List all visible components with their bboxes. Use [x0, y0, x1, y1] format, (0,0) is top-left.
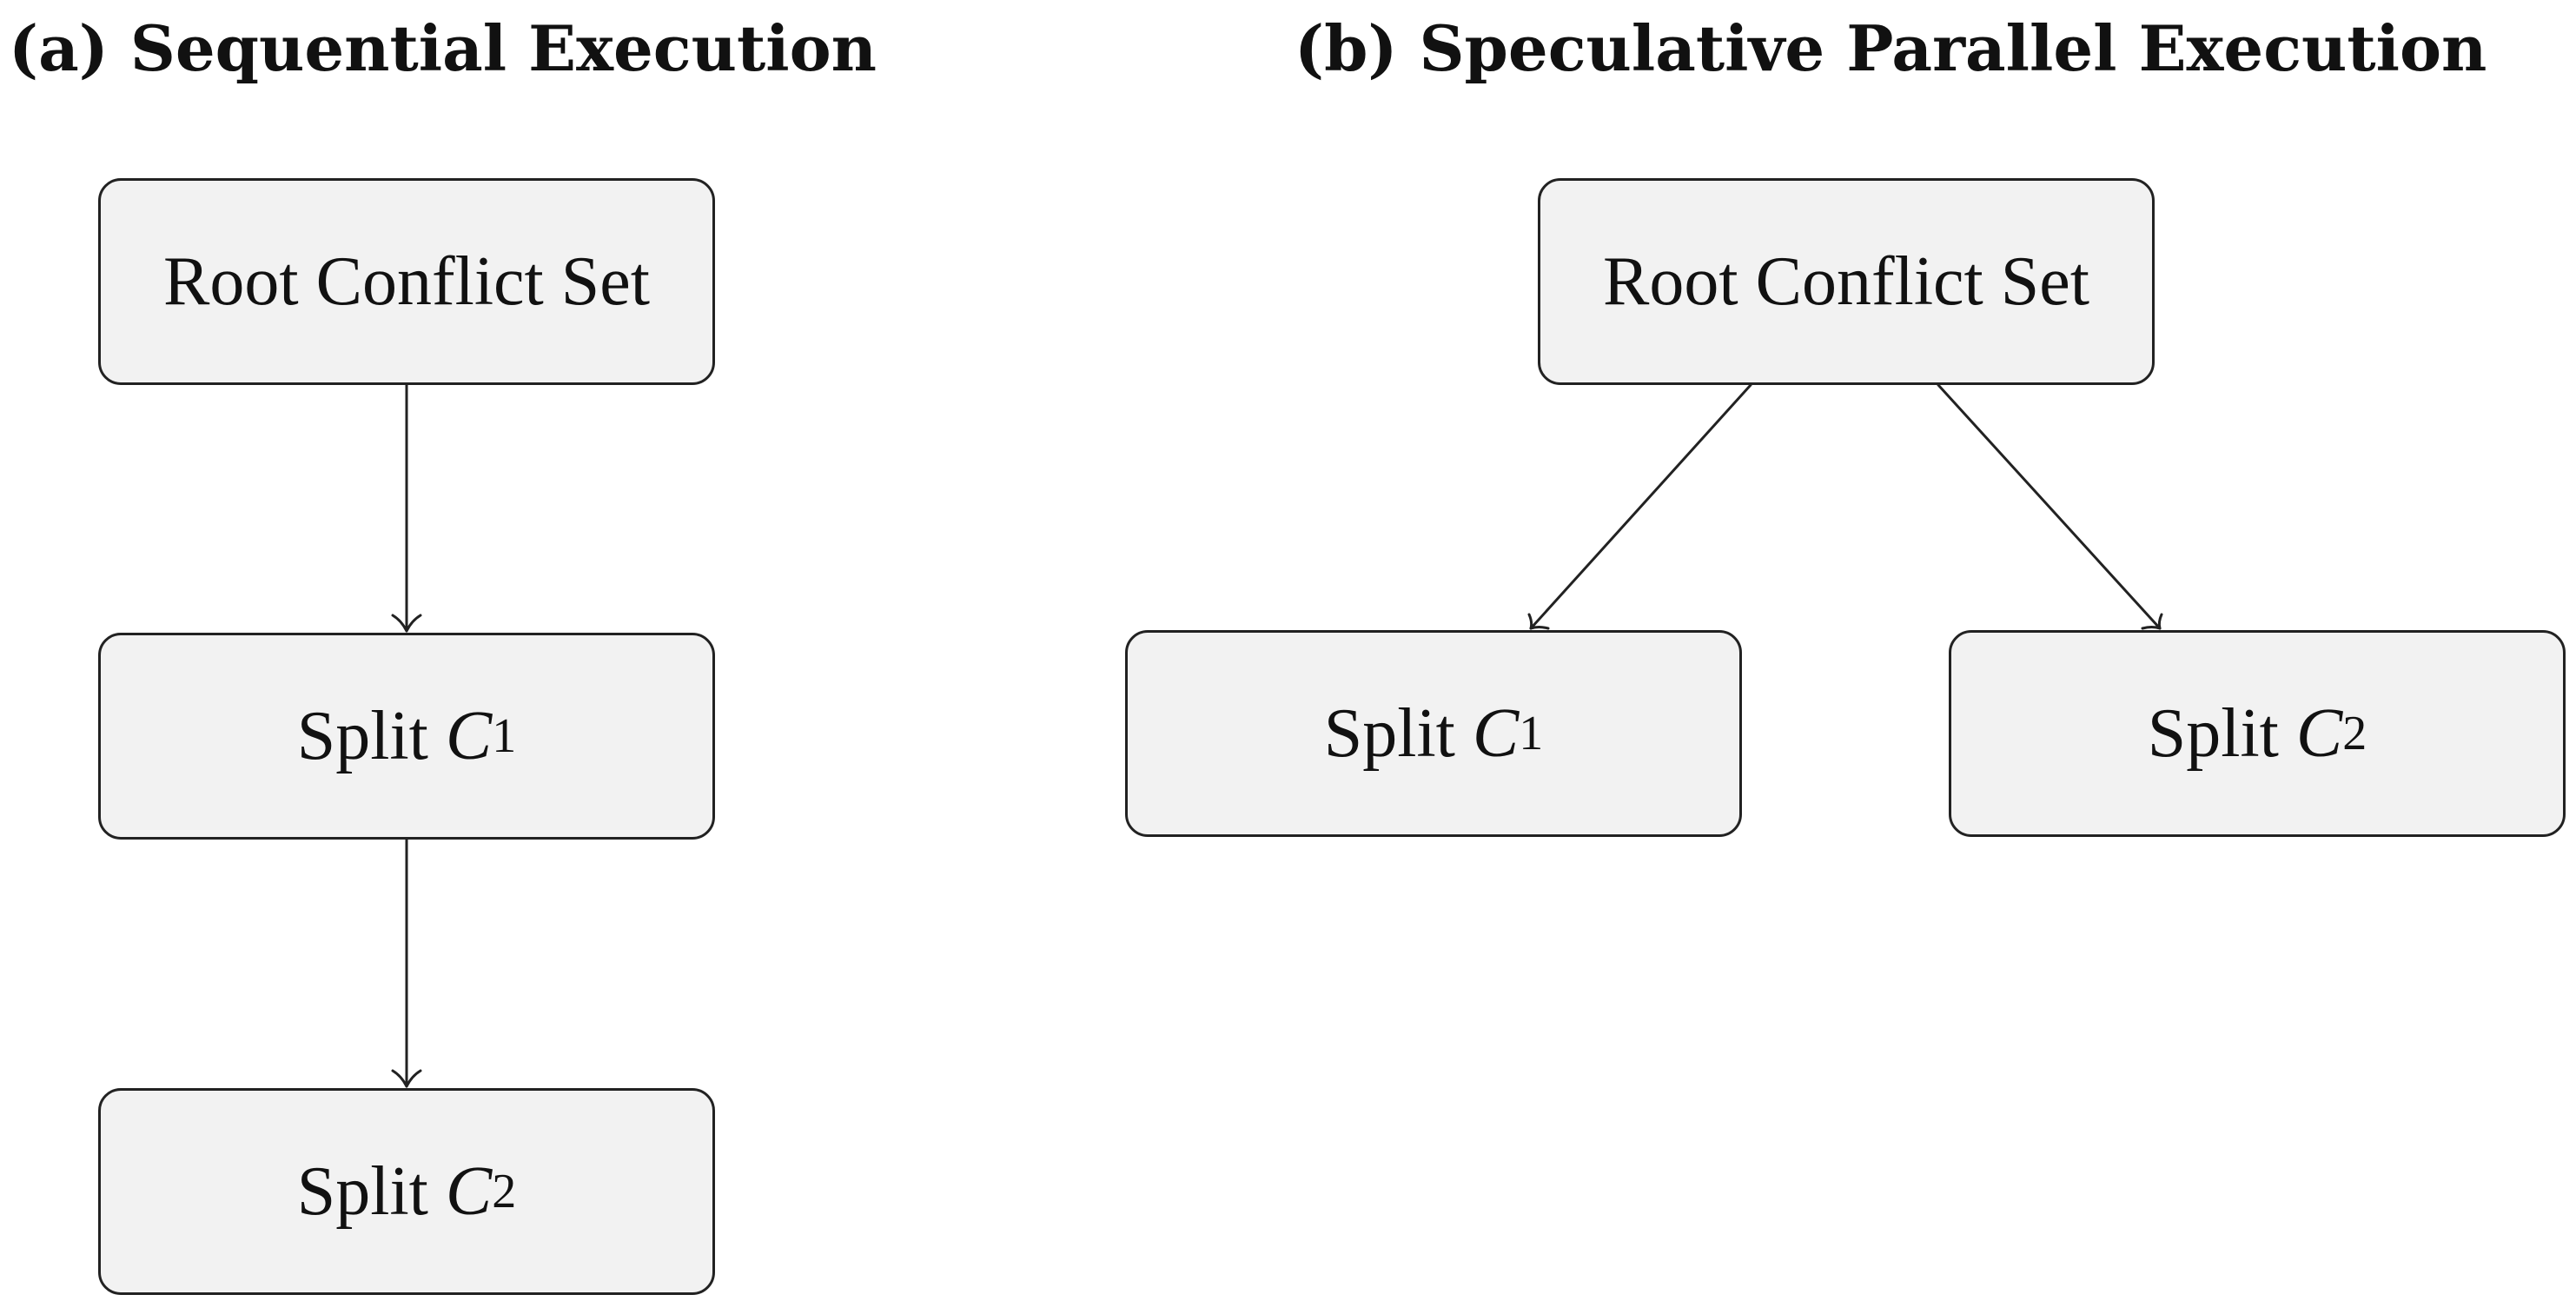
split-prefix: Split — [296, 697, 446, 774]
edge-b-root-to-c1 — [1527, 383, 1752, 630]
split-var: C — [2295, 694, 2343, 772]
split-prefix: Split — [1323, 694, 1473, 772]
edge-b-root-to-c2 — [1937, 383, 2163, 630]
panel-b-root-node: Root Conflict Set — [1538, 178, 2155, 385]
split-prefix: Split — [296, 1152, 446, 1230]
split-var: C — [445, 1152, 493, 1230]
panel-a-root-label: Root Conflict Set — [163, 242, 650, 320]
split-var: C — [1472, 694, 1520, 772]
split-prefix: Split — [2147, 694, 2296, 772]
panel-b-root-label: Root Conflict Set — [1603, 242, 2089, 320]
panel-b-title: (b) Speculative Parallel Execution — [1295, 11, 2487, 85]
edge-a-c1-to-c2 — [391, 838, 422, 1088]
panel-a-root-node: Root Conflict Set — [98, 178, 715, 385]
edge-a-root-to-c1 — [391, 383, 422, 633]
panel-a-title: (a) Sequential Execution — [9, 11, 877, 85]
split-var: C — [445, 697, 493, 774]
